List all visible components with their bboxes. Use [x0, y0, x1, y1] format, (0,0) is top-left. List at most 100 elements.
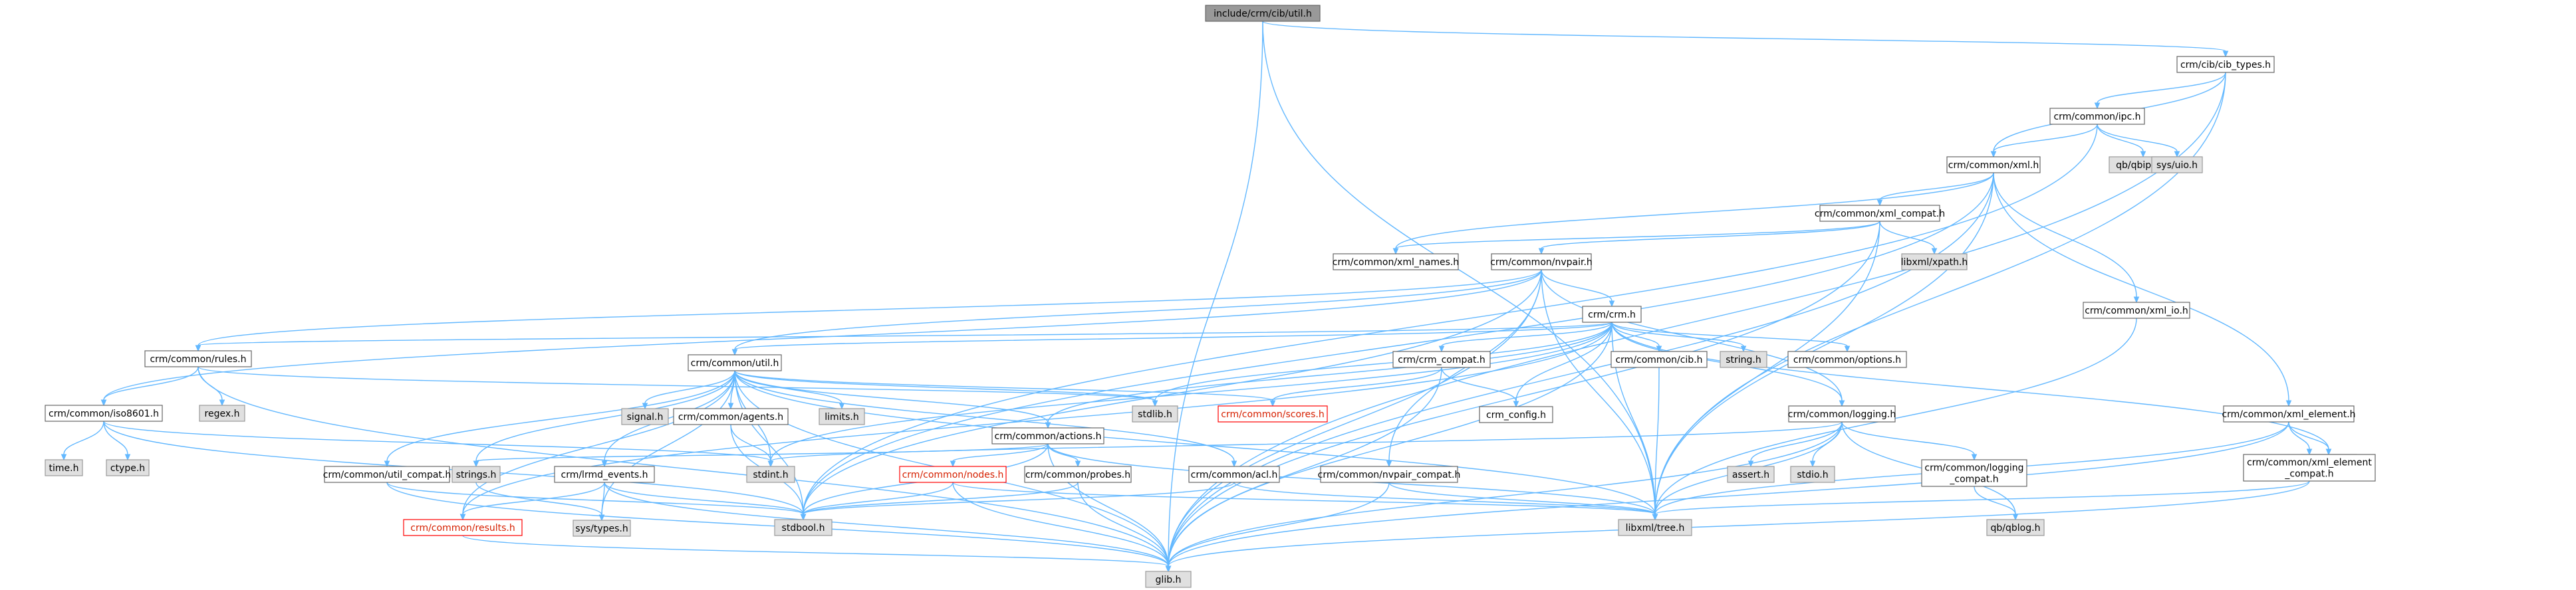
edge-lrmd-events-to-systypes — [601, 482, 605, 516]
arrowhead-crm-to-string — [1740, 345, 1747, 353]
node-label-actions: crm/common/actions.h — [995, 431, 1102, 442]
arrowhead-lrmd-events-to-results — [459, 514, 466, 521]
edge-cutil-to-scores — [734, 370, 1273, 401]
node-systypes: sys/types.h — [573, 520, 631, 537]
node-root[interactable]: include/crm/cib/util.h — [1205, 5, 1321, 22]
node-cutil[interactable]: crm/common/util.h — [688, 354, 782, 371]
node-label-probes: crm/common/probes.h — [1025, 470, 1130, 480]
node-box-cutil — [688, 354, 782, 371]
arrowhead-crm-compat-to-crm-config — [1513, 401, 1519, 408]
node-label-glib: glib.h — [1156, 575, 1182, 585]
node-options[interactable]: crm/common/options.h — [1787, 351, 1907, 368]
edge-ipc-to-stdbool — [803, 124, 2098, 515]
node-logging-compat[interactable]: crm/common/logging_compat.h — [1921, 459, 2027, 487]
edge-crm-to-rules — [197, 322, 1612, 346]
node-results[interactable]: crm/common/results.h — [403, 519, 523, 536]
edge-cutil-to-libxml-tree — [734, 370, 1656, 515]
node-nvpair[interactable]: crm/common/nvpair.h — [1490, 253, 1593, 270]
node-box-libxml-xpath — [1901, 253, 1968, 270]
node-xml-compat[interactable]: crm/common/xml_compat.h — [1815, 205, 1945, 222]
node-box-systypes — [573, 520, 631, 537]
node-ipc[interactable]: crm/common/ipc.h — [2049, 108, 2145, 125]
arrowhead-logging-compat-to-qblog — [2012, 514, 2019, 521]
node-xml-element-compat[interactable]: crm/common/xml_element_compat.h — [2243, 454, 2376, 482]
arrowhead-nvpair-compat-to-libxml-tree — [1652, 514, 1658, 521]
edge-rules-to-stdlib — [197, 366, 1156, 401]
edge-xml-io-to-libxml-tree — [1654, 318, 2137, 515]
edge-xml-compat-to-libxml-tree — [1654, 221, 1880, 515]
node-agents[interactable]: crm/common/agents.h — [673, 408, 789, 425]
arrowhead-logging-to-stdint — [767, 460, 774, 468]
node-xml-element[interactable]: crm/common/xml_element.h — [2222, 405, 2356, 423]
arrowhead-xml-element-to-systime — [2325, 448, 2332, 456]
node-strings: strings.h — [451, 466, 501, 483]
node-box-logging-compat — [1921, 459, 2027, 487]
node-probes[interactable]: crm/common/probes.h — [1024, 466, 1132, 483]
edge-crm-to-glib — [1168, 322, 1612, 567]
edge-nvpair-to-libxml-tree — [1541, 269, 1656, 515]
node-cib-types[interactable]: crm/cib/cib_types.h — [2176, 56, 2275, 73]
node-iso8601[interactable]: crm/common/iso8601.h — [45, 405, 163, 422]
node-label-acl: crm/common/acl.h — [1191, 470, 1278, 480]
node-box-regex — [199, 405, 245, 422]
node-nodes[interactable]: crm/common/nodes.h — [899, 466, 1007, 483]
node-box-crm-config — [1479, 406, 1553, 423]
edge-lrmd-events-to-glib — [604, 482, 1169, 567]
node-acl[interactable]: crm/common/acl.h — [1188, 466, 1280, 483]
node-cib[interactable]: crm/common/cib.h — [1610, 351, 1708, 368]
node-lrmd-events[interactable]: crm/lrmd_events.h — [554, 466, 655, 483]
node-xml-io[interactable]: crm/common/xml_io.h — [2083, 302, 2190, 319]
edge-xml-compat-to-nvpair — [1541, 221, 1880, 249]
node-crm-compat[interactable]: crm/crm_compat.h — [1392, 351, 1491, 368]
edge-cib-types-to-libxml-tree — [1654, 72, 2226, 515]
node-stdio: stdio.h — [1790, 466, 1835, 483]
edge-ipc-to-sysuio — [2097, 124, 2178, 152]
edge-xml-to-xml-names — [1395, 172, 1994, 249]
node-crm-config[interactable]: crm_config.h — [1479, 406, 1553, 423]
node-nvpair-compat[interactable]: crm/common/nvpair_compat.h — [1318, 466, 1461, 483]
node-box-logging — [1788, 405, 1896, 423]
node-scores[interactable]: crm/common/scores.h — [1218, 405, 1328, 423]
arrowhead-rules-to-regex — [219, 399, 225, 407]
node-box-assert — [1727, 466, 1775, 483]
node-label-xml-compat: crm/common/xml_compat.h — [1815, 209, 1945, 219]
node-label-iso8601: crm/common/iso8601.h — [49, 409, 159, 419]
edge-iso8601-to-ctype — [103, 421, 128, 455]
edge-crm-to-options — [1611, 322, 1848, 347]
node-crm[interactable]: crm/crm.h — [1582, 306, 1642, 323]
node-box-ctype — [106, 459, 150, 476]
edge-xml-compat-to-xml-names — [1395, 221, 1880, 249]
node-actions[interactable]: crm/common/actions.h — [991, 427, 1104, 444]
arrowhead-xml-compat-to-nvpair — [1538, 248, 1545, 255]
node-label-crm-compat: crm/crm_compat.h — [1398, 355, 1485, 365]
edge-probes-to-stdbool — [803, 482, 1079, 515]
arrowhead-xml-compat-to-xml-names — [1392, 248, 1399, 255]
node-util-compat[interactable]: crm/common/util_compat.h — [323, 466, 451, 483]
node-box-glib — [1145, 571, 1192, 588]
edge-crm-to-cib — [1611, 322, 1660, 347]
node-label-xml-names: crm/common/xml_names.h — [1333, 257, 1459, 268]
node-box-actions — [991, 427, 1104, 444]
node-label-scores: crm/common/scores.h — [1221, 409, 1325, 420]
edge-crm-compat-to-scores — [1272, 367, 1442, 401]
arrowhead-crm-compat-to-scores — [1269, 400, 1276, 407]
edge-cutil-to-stdlib — [734, 370, 1156, 401]
node-label-qblog: qb/qblog.h — [1991, 523, 2041, 534]
edge-xml-element-compat-to-glib — [1168, 480, 2310, 567]
node-rules[interactable]: crm/common/rules.h — [144, 350, 252, 367]
edge-cutil-to-systypes — [601, 370, 735, 516]
node-box-agents — [673, 408, 789, 425]
node-xml-names[interactable]: crm/common/xml_names.h — [1333, 253, 1459, 270]
node-box-crm-compat — [1392, 351, 1491, 368]
arrowhead-cutil-to-lrmd-events — [601, 460, 608, 468]
edge-nodes-to-stdbool — [803, 482, 954, 515]
node-logging[interactable]: crm/common/logging.h — [1788, 405, 1896, 423]
node-label-libxml-tree: libxml/tree.h — [1626, 523, 1685, 534]
node-xml[interactable]: crm/common/xml.h — [1946, 156, 2041, 173]
edge-results-to-glib — [462, 535, 1169, 567]
node-label-limits: limits.h — [825, 412, 858, 423]
arrowhead-root-to-cib-types — [2222, 50, 2229, 58]
edge-logging-to-glib — [1168, 421, 1843, 567]
node-box-root — [1205, 5, 1321, 22]
edge-rules-to-regex — [197, 366, 223, 401]
